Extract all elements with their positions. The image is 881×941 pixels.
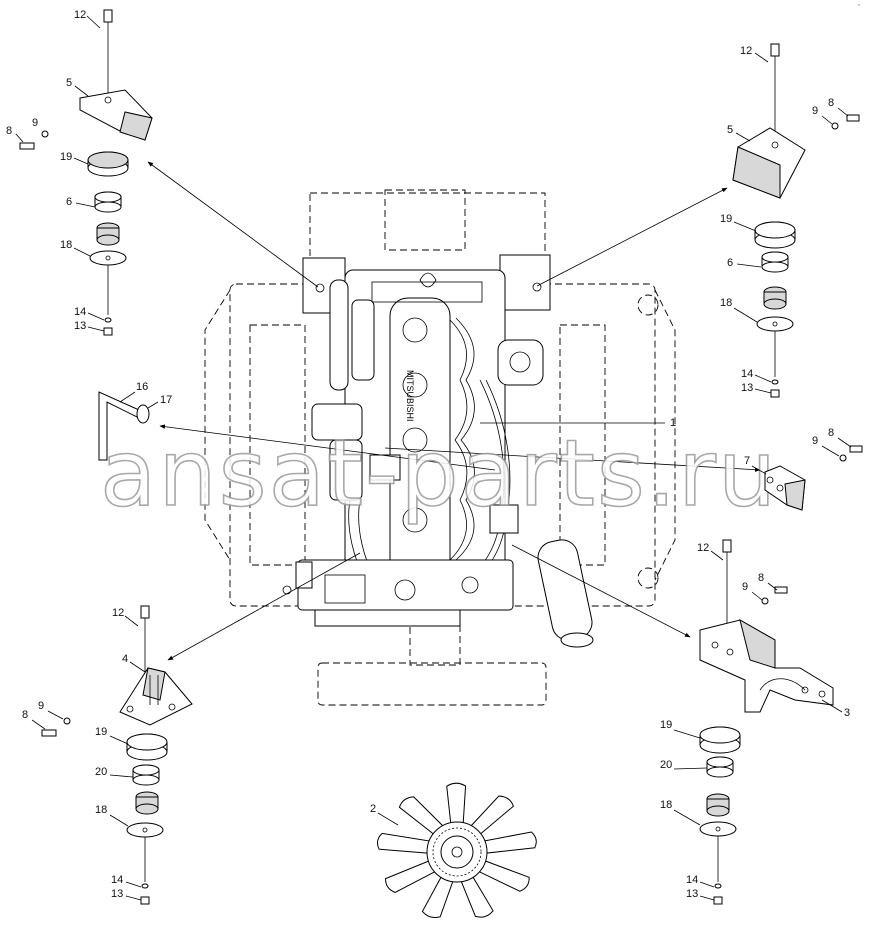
callout-14: 14 — [741, 368, 753, 380]
callout-13: 13 — [741, 382, 753, 394]
callout-13: 13 — [111, 888, 123, 900]
callout-18: 18 — [720, 297, 732, 309]
callout-14: 14 — [111, 874, 123, 886]
callout-2: 2 — [370, 803, 376, 815]
callout-16: 16 — [136, 381, 148, 393]
callout-18: 18 — [60, 239, 72, 251]
callout-9: 9 — [742, 581, 748, 593]
fan-blade — [376, 832, 432, 854]
callout-6: 6 — [66, 196, 72, 208]
callout-19: 19 — [660, 719, 672, 731]
bracket-group-right: 1 9 8 7 — [670, 417, 863, 511]
callout-3: 3 — [844, 707, 850, 719]
callout-20: 20 — [95, 766, 107, 778]
callout-12: 12 — [112, 607, 124, 619]
fan-blade — [446, 782, 467, 826]
callout-9: 9 — [38, 700, 44, 712]
engine-assembly: MITSUBISHI — [204, 189, 676, 706]
callout-19: 19 — [95, 726, 107, 738]
mount-group-bottom-right: 12 8 9 3 19 20 18 14 13 — [660, 539, 850, 905]
hose-group: 16 17 — [98, 381, 172, 461]
leader-arrows — [147, 161, 761, 661]
callout-12: 12 — [697, 542, 709, 554]
corner-code: ° — [858, 4, 860, 10]
callout-20: 20 — [660, 759, 672, 771]
callout-14: 14 — [74, 306, 86, 318]
callout-14: 14 — [686, 874, 698, 886]
callout-8: 8 — [758, 572, 764, 584]
callout-1: 1 — [670, 417, 676, 429]
fan-blade — [459, 874, 494, 918]
fan-blade — [476, 859, 530, 892]
watermark-text: ansat-parts.ru — [100, 420, 778, 527]
callout-7: 7 — [744, 455, 750, 467]
callout-8: 8 — [22, 709, 28, 721]
fan-blade — [482, 831, 537, 854]
callout-12: 12 — [740, 45, 752, 57]
callout-9: 9 — [32, 117, 38, 129]
fan-blade — [421, 874, 455, 919]
callout-4: 4 — [122, 653, 128, 665]
fan-blade — [398, 796, 445, 836]
callout-19: 19 — [60, 151, 72, 163]
callout-9: 9 — [812, 105, 818, 117]
callout-12: 12 — [74, 9, 86, 21]
callout-18: 18 — [95, 804, 107, 816]
callout-5: 5 — [727, 124, 733, 136]
fan-blade — [385, 859, 438, 893]
callout-8: 8 — [6, 125, 12, 137]
callout-9: 9 — [812, 435, 818, 447]
callout-8: 8 — [828, 427, 834, 439]
callout-18: 18 — [660, 799, 672, 811]
mount-group-top-right: 12 9 8 5 19 6 18 14 13 — [720, 43, 860, 398]
svg-text:MITSUBISHI: MITSUBISHI — [405, 370, 415, 422]
callout-5: 5 — [66, 77, 72, 89]
callout-8: 8 — [828, 97, 834, 109]
callout-6: 6 — [727, 257, 733, 269]
fan-blade — [469, 795, 514, 836]
callout-19: 19 — [720, 213, 732, 225]
callout-17: 17 — [160, 394, 172, 406]
callout-13: 13 — [74, 320, 86, 332]
mount-group-top-left: 12 5 9 8 19 6 18 14 13 — [6, 9, 153, 336]
callout-13: 13 — [686, 888, 698, 900]
fan-group: 2 — [370, 782, 537, 919]
mount-group-bottom-left: 12 4 9 8 19 20 18 14 13 — [22, 605, 193, 905]
